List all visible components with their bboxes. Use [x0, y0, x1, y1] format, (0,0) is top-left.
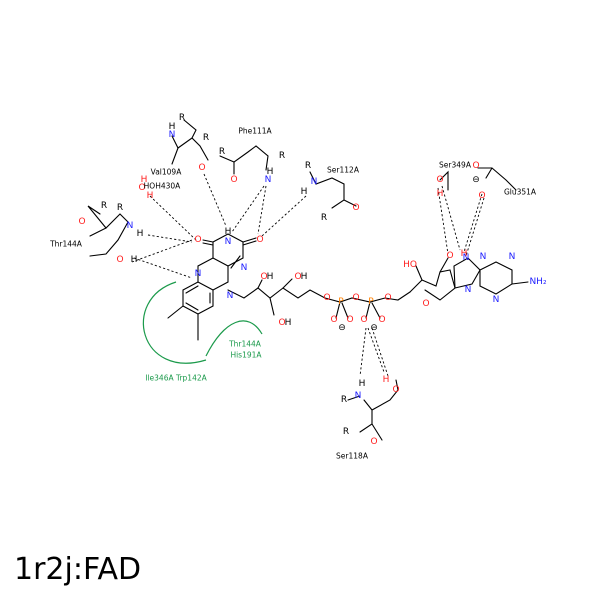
svg-text:O: O: [260, 272, 267, 282]
residue-val109a: Val109A: [151, 168, 183, 177]
svg-text:H: H: [137, 229, 144, 239]
svg-text:P: P: [338, 297, 344, 307]
residue-phe111a: Phe111A: [238, 127, 272, 136]
svg-text:H: H: [225, 227, 232, 237]
svg-text:H: H: [141, 175, 148, 185]
svg-text:N: N: [225, 237, 232, 247]
svg-text:O: O: [352, 293, 359, 303]
residue-hoh430a: HOH430A: [144, 182, 181, 191]
residue-thr144a-top: Thr144A: [49, 240, 83, 249]
svg-text:O: O: [370, 437, 377, 447]
svg-text:O: O: [436, 175, 443, 185]
svg-text:⊖: ⊖: [338, 323, 346, 333]
svg-text:O: O: [294, 272, 301, 282]
residue-labels: Val109A HOH430A Phe111A Ser112A Thr144A …: [49, 127, 537, 461]
svg-text:O: O: [352, 203, 359, 213]
residue-thr144a-hydrophobic: Thr144A: [228, 340, 262, 349]
svg-text:N: N: [265, 175, 272, 185]
svg-text:N: N: [355, 391, 362, 401]
residue-glu351a: Glu351A: [504, 188, 537, 197]
svg-text:N: N: [465, 285, 472, 295]
svg-text:O: O: [323, 293, 330, 303]
svg-text:O: O: [198, 163, 205, 173]
residue-ser349a: Ser349A: [439, 161, 472, 170]
svg-text:R: R: [343, 427, 349, 437]
svg-text:R: R: [179, 113, 185, 123]
svg-text:O: O: [472, 161, 479, 171]
svg-text:H: H: [359, 379, 366, 389]
svg-text:O: O: [346, 315, 353, 325]
svg-text:R: R: [341, 395, 347, 405]
residue-ser118a: Ser118A: [336, 452, 369, 461]
svg-text:O: O: [116, 255, 123, 265]
svg-text:N: N: [127, 221, 134, 231]
svg-text:O: O: [384, 293, 391, 303]
svg-text:O: O: [392, 385, 399, 395]
svg-text:R: R: [203, 133, 209, 143]
svg-text:H: H: [383, 375, 390, 385]
svg-text:P: P: [368, 297, 374, 307]
svg-text:N: N: [169, 130, 176, 140]
page-title: 1r2j:FAD: [14, 552, 142, 587]
svg-text:O: O: [256, 235, 263, 245]
svg-text:O: O: [478, 191, 485, 201]
svg-text:H: H: [147, 191, 154, 201]
svg-text:H: H: [301, 272, 308, 282]
svg-text:N: N: [227, 291, 234, 301]
svg-text:N: N: [195, 269, 202, 279]
svg-text:O: O: [138, 183, 145, 193]
svg-text:N: N: [480, 252, 487, 262]
fad-bonds: [87, 119, 529, 441]
svg-text:N: N: [509, 252, 516, 262]
svg-text:N: N: [463, 253, 470, 263]
svg-text:NH₂: NH₂: [529, 277, 547, 287]
svg-text:H: H: [267, 167, 274, 177]
svg-text:O: O: [446, 251, 453, 261]
svg-text:N: N: [493, 295, 500, 305]
hydrophobic-contacts: [142, 281, 263, 364]
atom-labels: O N H O N N N O O O H H H O P O P O O O …: [78, 113, 546, 447]
svg-text:O: O: [422, 299, 429, 309]
svg-text:O: O: [194, 235, 201, 245]
svg-text:H: H: [267, 272, 274, 282]
svg-text:R: R: [305, 161, 311, 171]
svg-text:O: O: [360, 315, 367, 325]
svg-text:H: H: [131, 255, 138, 265]
hydrogen-bonds: [131, 173, 485, 377]
svg-text:⊖: ⊖: [370, 323, 378, 333]
svg-text:R: R: [117, 203, 123, 213]
svg-text:O: O: [230, 175, 237, 185]
svg-text:R: R: [321, 213, 327, 223]
svg-text:H: H: [437, 189, 444, 199]
svg-text:R: R: [219, 147, 225, 157]
svg-text:H: H: [461, 249, 468, 259]
svg-text:⊖: ⊖: [472, 175, 480, 185]
svg-text:R: R: [101, 201, 107, 211]
svg-text:R: R: [279, 151, 285, 161]
residue-his191a: His191A: [230, 351, 262, 360]
svg-text:O: O: [78, 217, 85, 227]
svg-text:O: O: [278, 318, 285, 328]
svg-text:H: H: [169, 122, 176, 132]
svg-text:H: H: [285, 318, 292, 328]
svg-text:O: O: [378, 315, 385, 325]
svg-text:O: O: [330, 315, 337, 325]
svg-text:N: N: [241, 263, 248, 273]
svg-text:H: H: [301, 187, 308, 197]
residue-ser112a: Ser112A: [327, 166, 360, 175]
svg-text:HO: HO: [403, 260, 417, 270]
svg-text:N: N: [311, 177, 318, 187]
residue-ile346a-trp142a: Ile346A Trp142A: [145, 374, 207, 383]
